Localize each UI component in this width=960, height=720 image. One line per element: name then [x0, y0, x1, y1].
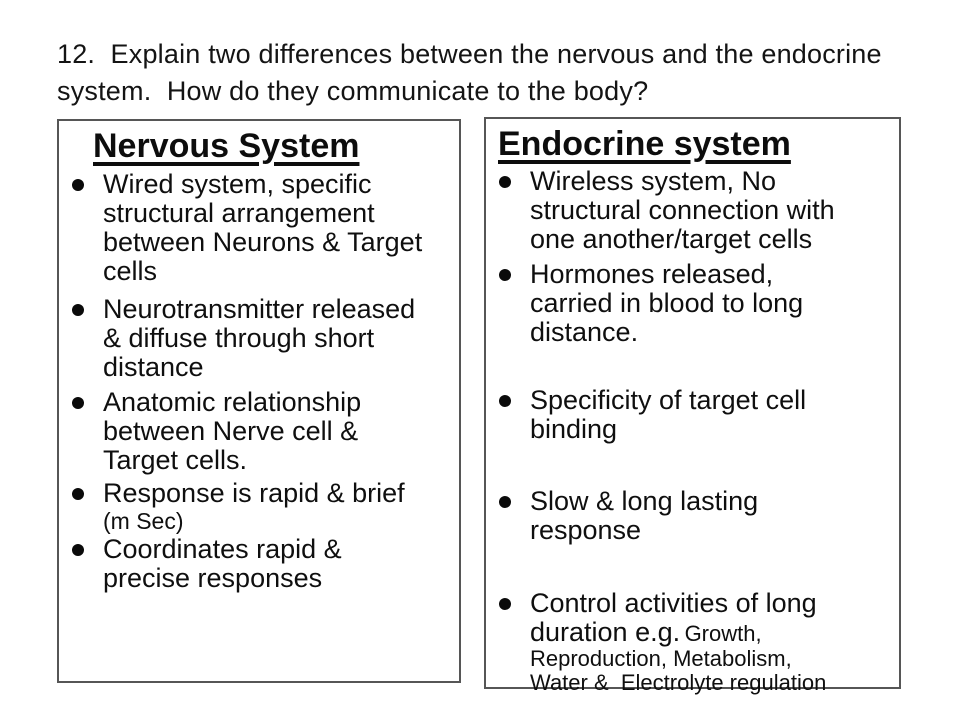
bullet-subtext: Growth, Reproduction, Metabolism, Water …	[530, 621, 827, 695]
bullet-icon	[72, 179, 84, 191]
bullet-text: Response is rapid & brief	[103, 478, 405, 508]
list-item: Slow & long lasting response	[499, 486, 891, 545]
bullet-text: Coordinates rapid & precise responses	[103, 534, 342, 593]
bullet-icon	[72, 544, 84, 556]
endocrine-system-bullet-list: Wireless system, No structural connectio…	[486, 167, 899, 695]
bullet-icon	[499, 269, 511, 281]
bullet-text: Anatomic relationship between Nerve cell…	[103, 387, 362, 475]
endocrine-system-title: Endocrine system	[498, 125, 791, 163]
list-item: Response is rapid & brief(m Sec)	[72, 478, 451, 534]
bullet-icon	[72, 304, 84, 316]
nervous-system-bullet-list: Wired system, specific structural arrang…	[59, 170, 459, 593]
bullet-text: Control activities of long duration e.g.	[530, 588, 817, 647]
bullet-icon	[499, 395, 511, 407]
bullet-text: Wireless system, No structural connectio…	[530, 166, 835, 254]
bullet-icon	[72, 488, 84, 500]
nervous-system-title: Nervous System	[93, 127, 360, 165]
bullet-subtext: (m Sec)	[103, 508, 184, 534]
list-item: Neurotransmitter released & diffuse thro…	[72, 294, 451, 382]
bullet-icon	[499, 176, 511, 188]
bullet-text: Hormones released, carried in blood to l…	[530, 259, 804, 347]
bullet-text: Slow & long lasting response	[530, 486, 759, 545]
list-item: Specificity of target cell binding	[499, 385, 891, 444]
question-text: 12. Explain two differences between the …	[57, 39, 882, 106]
bullet-icon	[72, 397, 84, 409]
list-item: Coordinates rapid & precise responses	[72, 534, 451, 593]
nervous-system-panel: Nervous System Wired system, specific st…	[57, 119, 461, 683]
list-item: Wired system, specific structural arrang…	[72, 169, 451, 286]
endocrine-system-panel: Endocrine system Wireless system, No str…	[484, 117, 901, 694]
bullet-text: Specificity of target cell binding	[530, 385, 807, 444]
list-item: Anatomic relationship between Nerve cell…	[72, 387, 451, 475]
list-item: Hormones released, carried in blood to l…	[499, 259, 891, 347]
bullet-icon	[499, 496, 511, 508]
bullet-text: Wired system, specific structural arrang…	[103, 169, 423, 286]
bullet-text: Neurotransmitter released & diffuse thro…	[103, 294, 416, 382]
bullet-icon	[499, 598, 511, 610]
list-item: Wireless system, No structural connectio…	[499, 166, 891, 254]
list-item: Control activities of long duration e.g.…	[499, 588, 891, 695]
